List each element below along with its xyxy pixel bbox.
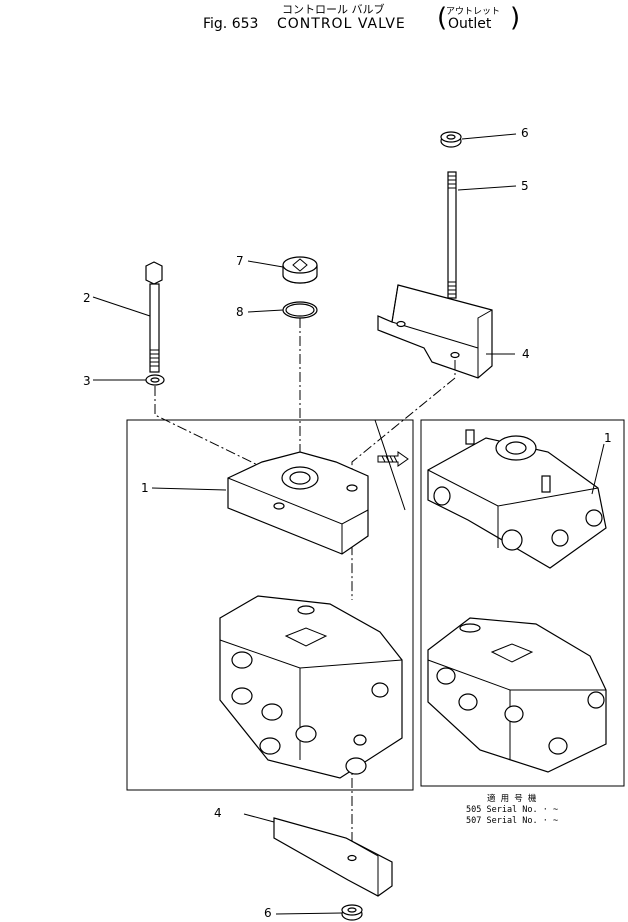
applicability-row-507: 507 Serial No. · ~ (466, 816, 559, 826)
stud-bolt (447, 171, 457, 299)
alternate-assembly-frame (420, 419, 625, 787)
figure-title: CONTROL VALVE (277, 16, 406, 32)
callout-2: 2 (83, 291, 91, 305)
callout-4-bottom: 4 (214, 806, 222, 820)
washer (145, 374, 165, 386)
nut-bottom (341, 904, 363, 921)
callout-6-bottom: 6 (264, 906, 272, 920)
plug (282, 256, 318, 284)
bracket-top (377, 284, 493, 379)
callout-5: 5 (521, 179, 529, 193)
variant-label: Outlet (448, 16, 492, 32)
direction-arrow (377, 451, 409, 467)
callout-4-top: 4 (522, 347, 530, 361)
variant-paren-open: ( (437, 3, 448, 33)
variant-paren-close: ) (510, 3, 521, 33)
outlet-cover-alternate (427, 429, 607, 569)
callout-1-main: 1 (141, 481, 149, 495)
o-ring (282, 301, 318, 319)
figure-number: Fig. 653 (203, 16, 259, 32)
bracket-bottom (273, 817, 393, 897)
callout-8: 8 (236, 305, 244, 319)
callout-1-alternate: 1 (604, 431, 612, 445)
variant-label-jp: アウトレット (446, 7, 501, 17)
outlet-cover-main (227, 451, 369, 555)
main-assembly-frame (126, 419, 414, 791)
applicability-row-505: 505 Serial No. · ~ (466, 805, 559, 815)
callout-7: 7 (236, 254, 244, 268)
applicability-heading: 適 用 号 機 (487, 794, 537, 804)
header-subtitle-jp: コントロール バルブ (282, 3, 385, 16)
callout-6-top: 6 (521, 126, 529, 140)
valve-body-alternate (427, 617, 607, 773)
hex-bolt (145, 261, 163, 373)
nut-top (440, 131, 462, 148)
valve-body-main (219, 595, 403, 779)
callout-3: 3 (83, 374, 91, 388)
